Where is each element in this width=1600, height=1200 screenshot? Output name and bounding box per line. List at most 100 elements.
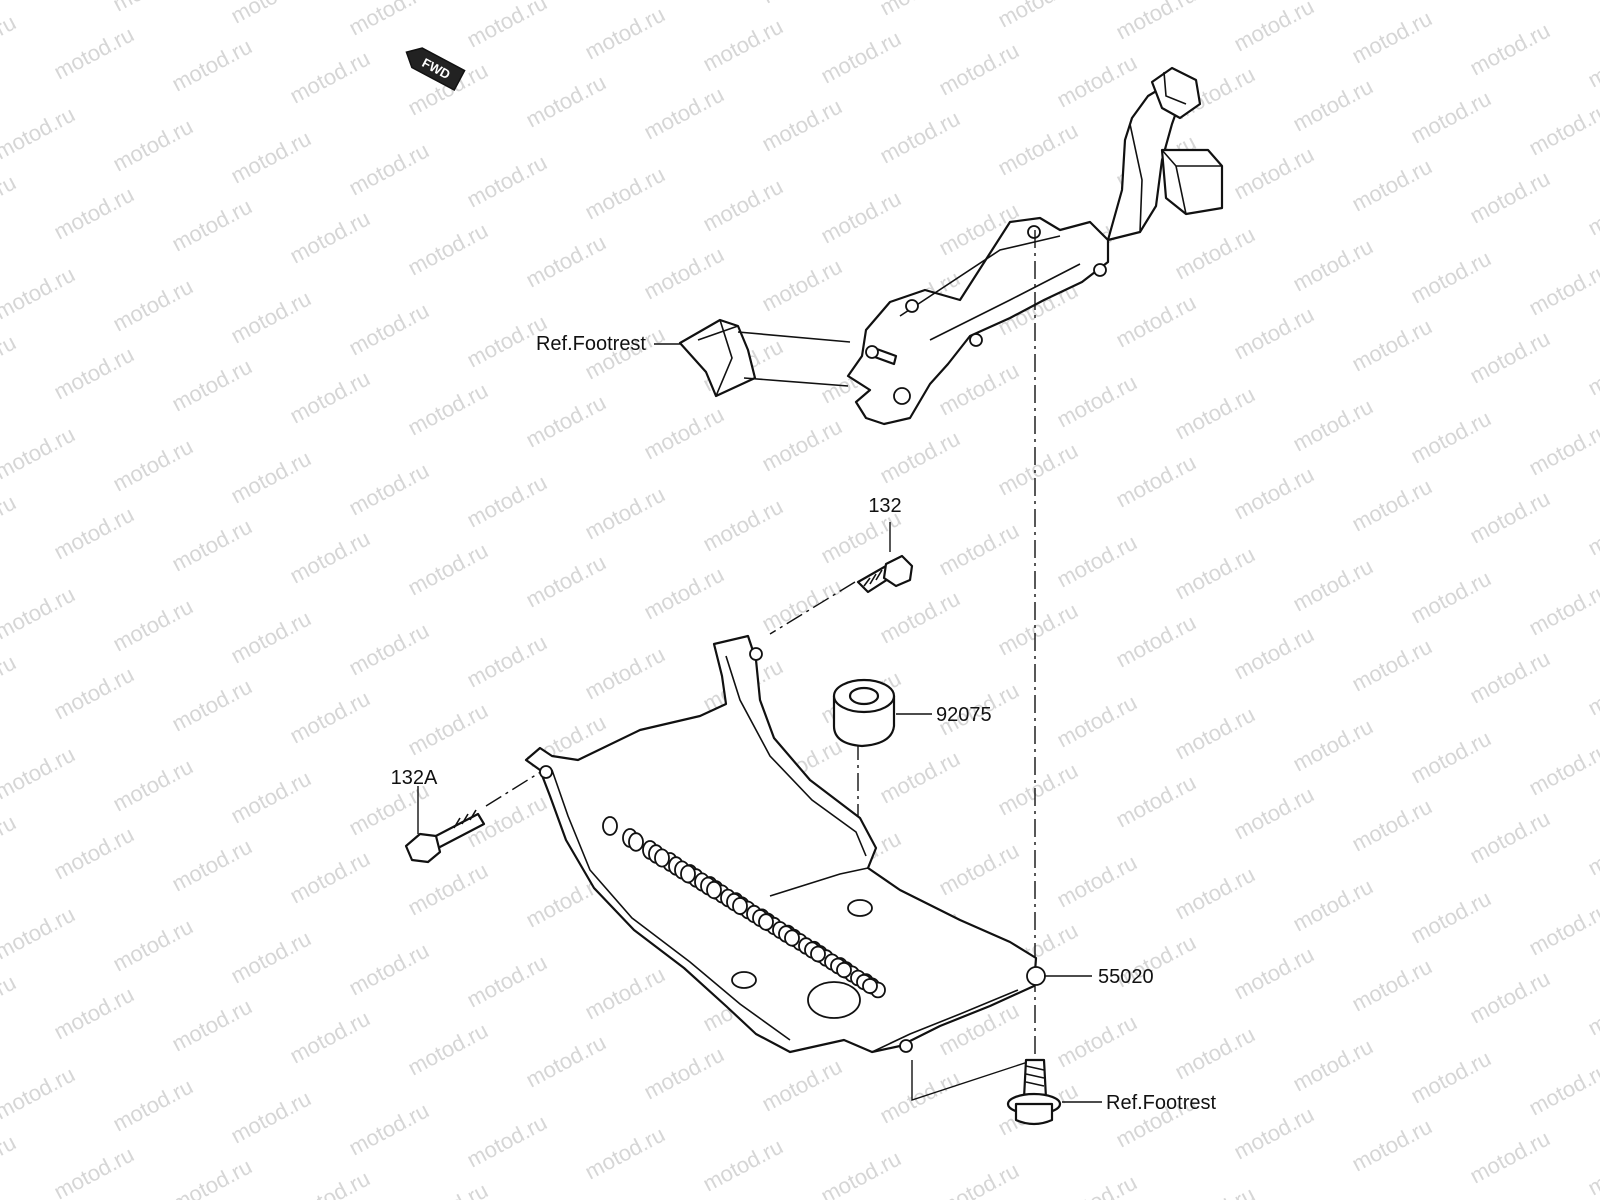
watermark-text: motod.ru	[876, 0, 964, 20]
watermark-text: motod.ru	[1053, 370, 1141, 433]
watermark-text: motod.ru	[758, 254, 846, 317]
watermark-text: motod.ru	[1053, 1010, 1141, 1073]
watermark-text: motod.ru	[1053, 1170, 1141, 1200]
watermark-text: motod.ru	[0, 490, 20, 553]
watermark-text: motod.ru	[227, 126, 315, 189]
watermark-text: motod.ru	[640, 242, 728, 305]
bolt-132	[856, 554, 914, 594]
watermark-text: motod.ru	[109, 274, 197, 337]
watermark-text: motod.ru	[168, 34, 256, 97]
watermark-text: motod.ru	[404, 858, 492, 921]
watermark-text: motod.ru	[758, 414, 846, 477]
watermark-text: motod.ru	[168, 514, 256, 577]
watermark-text: motod.ru	[935, 38, 1023, 101]
watermark-text: motod.ru	[109, 0, 197, 16]
watermark-text: motod.ru	[109, 754, 197, 817]
watermark-text: motod.ru	[581, 642, 669, 705]
watermark-text: motod.ru	[1407, 246, 1495, 309]
watermark-text: motod.ru	[1230, 782, 1318, 845]
watermark-text: motod.ru	[581, 162, 669, 225]
perforation-hole	[862, 978, 878, 994]
watermark-text: motod.ru	[0, 102, 79, 165]
watermark-text: motod.ru	[463, 950, 551, 1013]
watermark-text: motod.ru	[1525, 578, 1600, 641]
watermark-text: motod.ru	[1171, 222, 1259, 285]
watermark-text: motod.ru	[1053, 50, 1141, 113]
watermark-text: motod.ru	[1466, 18, 1554, 81]
watermark-text: motod.ru	[1466, 806, 1554, 869]
watermark-text: motod.ru	[0, 10, 20, 73]
bolt-132a	[404, 809, 486, 864]
watermark-text: motod.ru	[1407, 566, 1495, 629]
watermark-text: motod.ru	[1407, 406, 1495, 469]
watermark-text: motod.ru	[994, 0, 1082, 32]
label-55020: 55020	[1098, 966, 1154, 988]
watermark-text: motod.ru	[1230, 0, 1318, 56]
watermark-text: motod.ru	[758, 0, 846, 8]
watermark-text: motod.ru	[522, 1030, 610, 1093]
watermark-text: motod.ru	[935, 358, 1023, 421]
watermark-text: motod.ru	[1289, 394, 1377, 457]
watermark-text: motod.ru	[463, 1110, 551, 1173]
watermark-text: motod.ru	[1171, 862, 1259, 925]
watermark-text: motod.ru	[994, 438, 1082, 501]
watermark-text: motod.ru	[522, 230, 610, 293]
watermark-text: motod.ru	[1584, 658, 1600, 721]
watermark-text: motod.ru	[1053, 530, 1141, 593]
watermark-text: motod.ru	[1289, 74, 1377, 137]
footrest-bracket	[678, 66, 1224, 426]
watermark-text: motod.ru	[286, 1006, 374, 1069]
watermark-text: motod.ru	[994, 598, 1082, 661]
watermark-text: motod.ru	[699, 174, 787, 237]
watermark-text: motod.ru	[168, 354, 256, 417]
watermark-text: motod.ru	[0, 742, 79, 805]
watermark-text: motod.ru	[286, 46, 374, 109]
watermark-text: motod.ru	[404, 538, 492, 601]
watermark-text: motod.ru	[817, 26, 905, 89]
watermark-text: motod.ru	[994, 118, 1082, 181]
watermark-text: motod.ru	[1525, 1058, 1600, 1121]
watermark-text: motod.ru	[50, 502, 138, 565]
watermark-text: motod.ru	[0, 0, 79, 4]
label-132: 132	[868, 495, 901, 517]
perforation-hole	[628, 832, 644, 852]
watermark-text: motod.ru	[109, 434, 197, 497]
watermark-text: motod.ru	[640, 402, 728, 465]
watermark-text: motod.ru	[1171, 702, 1259, 765]
watermark-text: motod.ru	[227, 606, 315, 669]
watermark-text: motod.ru	[581, 962, 669, 1025]
watermark-text: motod.ru	[1466, 326, 1554, 389]
watermark-text: motod.ru	[463, 150, 551, 213]
watermark-text: motod.ru	[1053, 690, 1141, 753]
watermark-text: motod.ru	[1466, 166, 1554, 229]
label-ref-footrest-top: Ref.Footrest	[536, 333, 646, 355]
watermark-text: motod.ru	[50, 1142, 138, 1200]
watermark-text: motod.ru	[876, 426, 964, 489]
watermark-text: motod.ru	[1348, 6, 1436, 69]
perforation-holes	[602, 816, 886, 999]
flange-bolt	[1006, 1058, 1062, 1126]
watermark-text: motod.ru	[345, 298, 433, 361]
perforation-hole	[602, 816, 618, 836]
watermark-text: motod.ru	[463, 630, 551, 693]
watermark-text: motod.ru	[227, 926, 315, 989]
perforation-hole	[706, 880, 722, 900]
watermark-text: motod.ru	[345, 1098, 433, 1161]
watermark-text: motod.ru	[581, 482, 669, 545]
watermark-text: motod.ru	[1348, 1114, 1436, 1177]
watermark-text: motod.ru	[0, 1130, 20, 1193]
watermark-text: motod.ru	[758, 1054, 846, 1117]
watermark-text: motod.ru	[0, 810, 20, 873]
watermark-text: motod.ru	[1584, 338, 1600, 401]
watermark-text: motod.ru	[1171, 1022, 1259, 1085]
perforation-hole	[784, 929, 800, 947]
watermark-text: motod.ru	[817, 186, 905, 249]
watermark-text: motod.ru	[0, 170, 20, 233]
watermark-text: motod.ru	[286, 686, 374, 749]
watermark-text: motod.ru	[404, 378, 492, 441]
watermark-text: motod.ru	[227, 1086, 315, 1149]
watermark-text: motod.ru	[345, 458, 433, 521]
label-92075: 92075	[936, 704, 992, 726]
watermark-text: motod.ru	[1466, 966, 1554, 1029]
watermark-text: motod.ru	[1171, 542, 1259, 605]
